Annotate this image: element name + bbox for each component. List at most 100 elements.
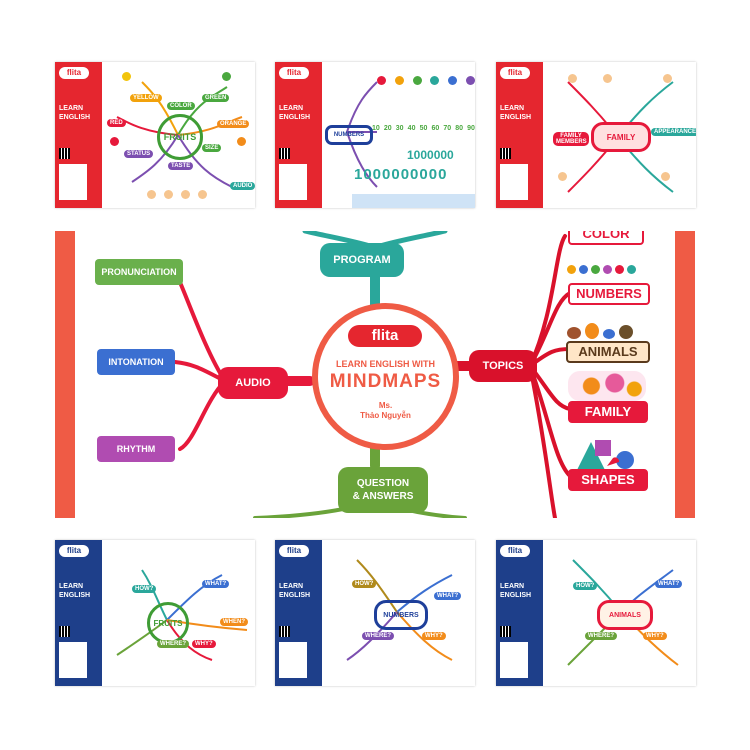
- mindmap-content: ANIMALS HOW? WHAT? WHERE? WHY?: [543, 540, 696, 686]
- branch-how: HOW?: [352, 580, 377, 588]
- fruit-icon: [110, 137, 119, 146]
- numbers-illustration: [567, 261, 642, 279]
- band-label: LEARN ENGLISH: [59, 583, 91, 599]
- branch-how: HOW?: [132, 585, 157, 593]
- flita-logo: flita: [59, 545, 89, 557]
- digit-icon: [627, 265, 636, 274]
- author-line1: Ms.: [378, 401, 393, 410]
- center-circle: flita LEARN ENGLISH WITH MINDMAPS Ms. Th…: [312, 303, 459, 450]
- thumbnail-fruits-questions[interactable]: flita LEARN ENGLISH FRUITS HOW? WHAT? WH…: [55, 540, 255, 686]
- node-audio[interactable]: AUDIO: [218, 367, 288, 399]
- node-intonation[interactable]: INTONATION: [97, 349, 175, 375]
- branch-when: WHEN?: [220, 618, 248, 626]
- thumbnail-numbers-questions[interactable]: flita LEARN ENGLISH NUMBERS HOW? WHAT? W…: [275, 540, 475, 686]
- branch-appearance: APPEARANCE: [651, 128, 696, 136]
- digit-icon: [430, 76, 440, 85]
- flita-logo: flita: [500, 545, 530, 557]
- animal-icon: [567, 327, 581, 339]
- branch-why: WHY?: [643, 632, 667, 640]
- topic-shapes[interactable]: SHAPES: [568, 469, 648, 491]
- topic-numbers[interactable]: NUMBERS: [568, 283, 650, 305]
- blank-box: [279, 642, 307, 678]
- branch-taste: TASTE: [168, 162, 194, 170]
- mindmap-content: FRUITS COLOR YELLOW RED GREEN ORANGE SIZ…: [102, 62, 255, 208]
- tens-number: 50: [419, 125, 428, 132]
- fruit-icon: [237, 137, 246, 146]
- band-label: LEARN ENGLISH: [279, 583, 311, 599]
- person-icon: [558, 172, 567, 181]
- branch-family-members: FAMILY MEMBERS: [553, 132, 589, 146]
- flita-logo: flita: [500, 67, 530, 79]
- branch-why: WHY?: [422, 632, 446, 640]
- branch-where: WHERE?: [362, 632, 394, 640]
- shapes-icon: [577, 440, 634, 470]
- band-label: LEARN ENGLISH: [500, 105, 532, 121]
- digit-icon: [377, 76, 386, 85]
- node-rhythm[interactable]: RHYTHM: [97, 436, 175, 462]
- blank-box: [59, 164, 87, 200]
- face-icon: [198, 190, 207, 199]
- flita-logo: flita: [279, 67, 309, 79]
- digit-icon: [615, 265, 624, 274]
- branch-color: COLOR: [167, 102, 195, 110]
- tens-number: 10: [372, 125, 380, 132]
- tens-number: 40: [407, 125, 416, 132]
- flita-logo: flita: [59, 67, 89, 79]
- branch-orange: ORANGE: [217, 120, 250, 128]
- qa-line1: QUESTION: [356, 478, 410, 489]
- tens-number: 70: [443, 125, 452, 132]
- person-icon: [663, 74, 672, 83]
- tens-number: 30: [395, 125, 404, 132]
- qr-code-icon: [500, 148, 511, 159]
- thumbnail-family-vocabulary[interactable]: flita LEARN ENGLISH FAMILY FAMILY MEMBER…: [496, 62, 696, 208]
- branch-why: WHY?: [192, 640, 216, 648]
- branch-where: WHERE?: [585, 632, 617, 640]
- side-band: flita LEARN ENGLISH: [275, 62, 322, 208]
- digit-icon: [465, 76, 475, 85]
- side-band: flita LEARN ENGLISH: [55, 62, 102, 208]
- shapes-illustration: [573, 436, 643, 472]
- digit-icon: [448, 76, 458, 85]
- hub-numbers: NUMBERS: [325, 125, 373, 145]
- branch-what: WHAT?: [655, 580, 683, 588]
- digit-icon: [567, 265, 576, 274]
- big-number-billion: 1000000000: [354, 166, 448, 183]
- tens-row: 10 20 30 40 50 60 70 80 90: [372, 125, 475, 132]
- branch-red: RED: [107, 119, 126, 127]
- branch-what: WHAT?: [202, 580, 230, 588]
- center-title-line1: LEARN ENGLISH WITH: [336, 359, 435, 369]
- blank-box: [500, 642, 528, 678]
- node-program[interactable]: PROGRAM: [320, 243, 404, 277]
- qr-code-icon: [279, 148, 290, 159]
- branch-audio: AUDIO: [230, 182, 255, 190]
- node-topics[interactable]: TOPICS: [469, 350, 537, 382]
- mindmap-content: NUMBERS 10 20 30 40 50 60 70 80 90 10000…: [322, 62, 475, 208]
- branch-green: GREEN: [202, 94, 230, 102]
- thumbnail-numbers-vocabulary[interactable]: flita LEARN ENGLISH NUMBERS 10 20 30: [275, 62, 475, 208]
- branch-how: HOW?: [573, 582, 598, 590]
- blank-box: [279, 164, 307, 200]
- topic-animals[interactable]: ANIMALS: [566, 341, 650, 363]
- hub-fruits: FRUITS: [157, 114, 203, 160]
- animals-illustration: [567, 321, 647, 341]
- face-icon: [164, 190, 173, 199]
- side-band: flita LEARN ENGLISH: [496, 540, 543, 686]
- hub-animals: ANIMALS: [597, 600, 653, 630]
- person-icon: [661, 172, 670, 181]
- digit-icon: [603, 265, 612, 274]
- blank-box: [59, 642, 87, 678]
- left-edge-band: [55, 231, 75, 518]
- qr-code-icon: [59, 148, 70, 159]
- animal-icon: [585, 323, 599, 339]
- topic-color[interactable]: COLOR: [568, 231, 644, 245]
- band-label: LEARN ENGLISH: [59, 105, 91, 121]
- topic-family[interactable]: FAMILY: [568, 401, 648, 423]
- tens-number: 60: [431, 125, 440, 132]
- side-band: flita LEARN ENGLISH: [55, 540, 102, 686]
- thumbnail-animals-questions[interactable]: flita LEARN ENGLISH ANIMALS HOW? WHAT? W…: [496, 540, 696, 686]
- branch-where: WHERE?: [157, 640, 189, 648]
- node-question-answers[interactable]: QUESTION & ANSWERS: [338, 467, 428, 513]
- node-pronunciation[interactable]: PRONUNCIATION: [95, 259, 183, 285]
- person-icon: [603, 74, 612, 83]
- thumbnail-fruits-vocabulary[interactable]: flita LEARN ENGLISH FRUITS COLOR YELLOW …: [55, 62, 255, 208]
